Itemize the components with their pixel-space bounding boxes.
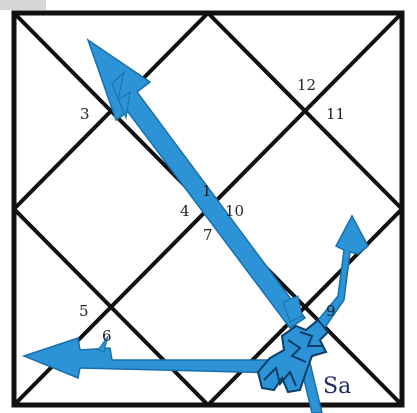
house-number-4: 4 xyxy=(180,202,190,220)
house-number-10: 10 xyxy=(225,202,244,220)
house-number-1: 1 xyxy=(202,182,212,200)
house-number-11: 11 xyxy=(326,105,345,123)
house-number-5: 5 xyxy=(79,302,89,320)
house-number-7: 7 xyxy=(203,226,213,244)
planet-label-saturn: Sa xyxy=(323,374,351,399)
house-number-12: 12 xyxy=(297,76,316,94)
house-number-3: 3 xyxy=(80,105,90,123)
house-number-6: 6 xyxy=(102,327,112,345)
house-number-9: 9 xyxy=(326,302,336,320)
